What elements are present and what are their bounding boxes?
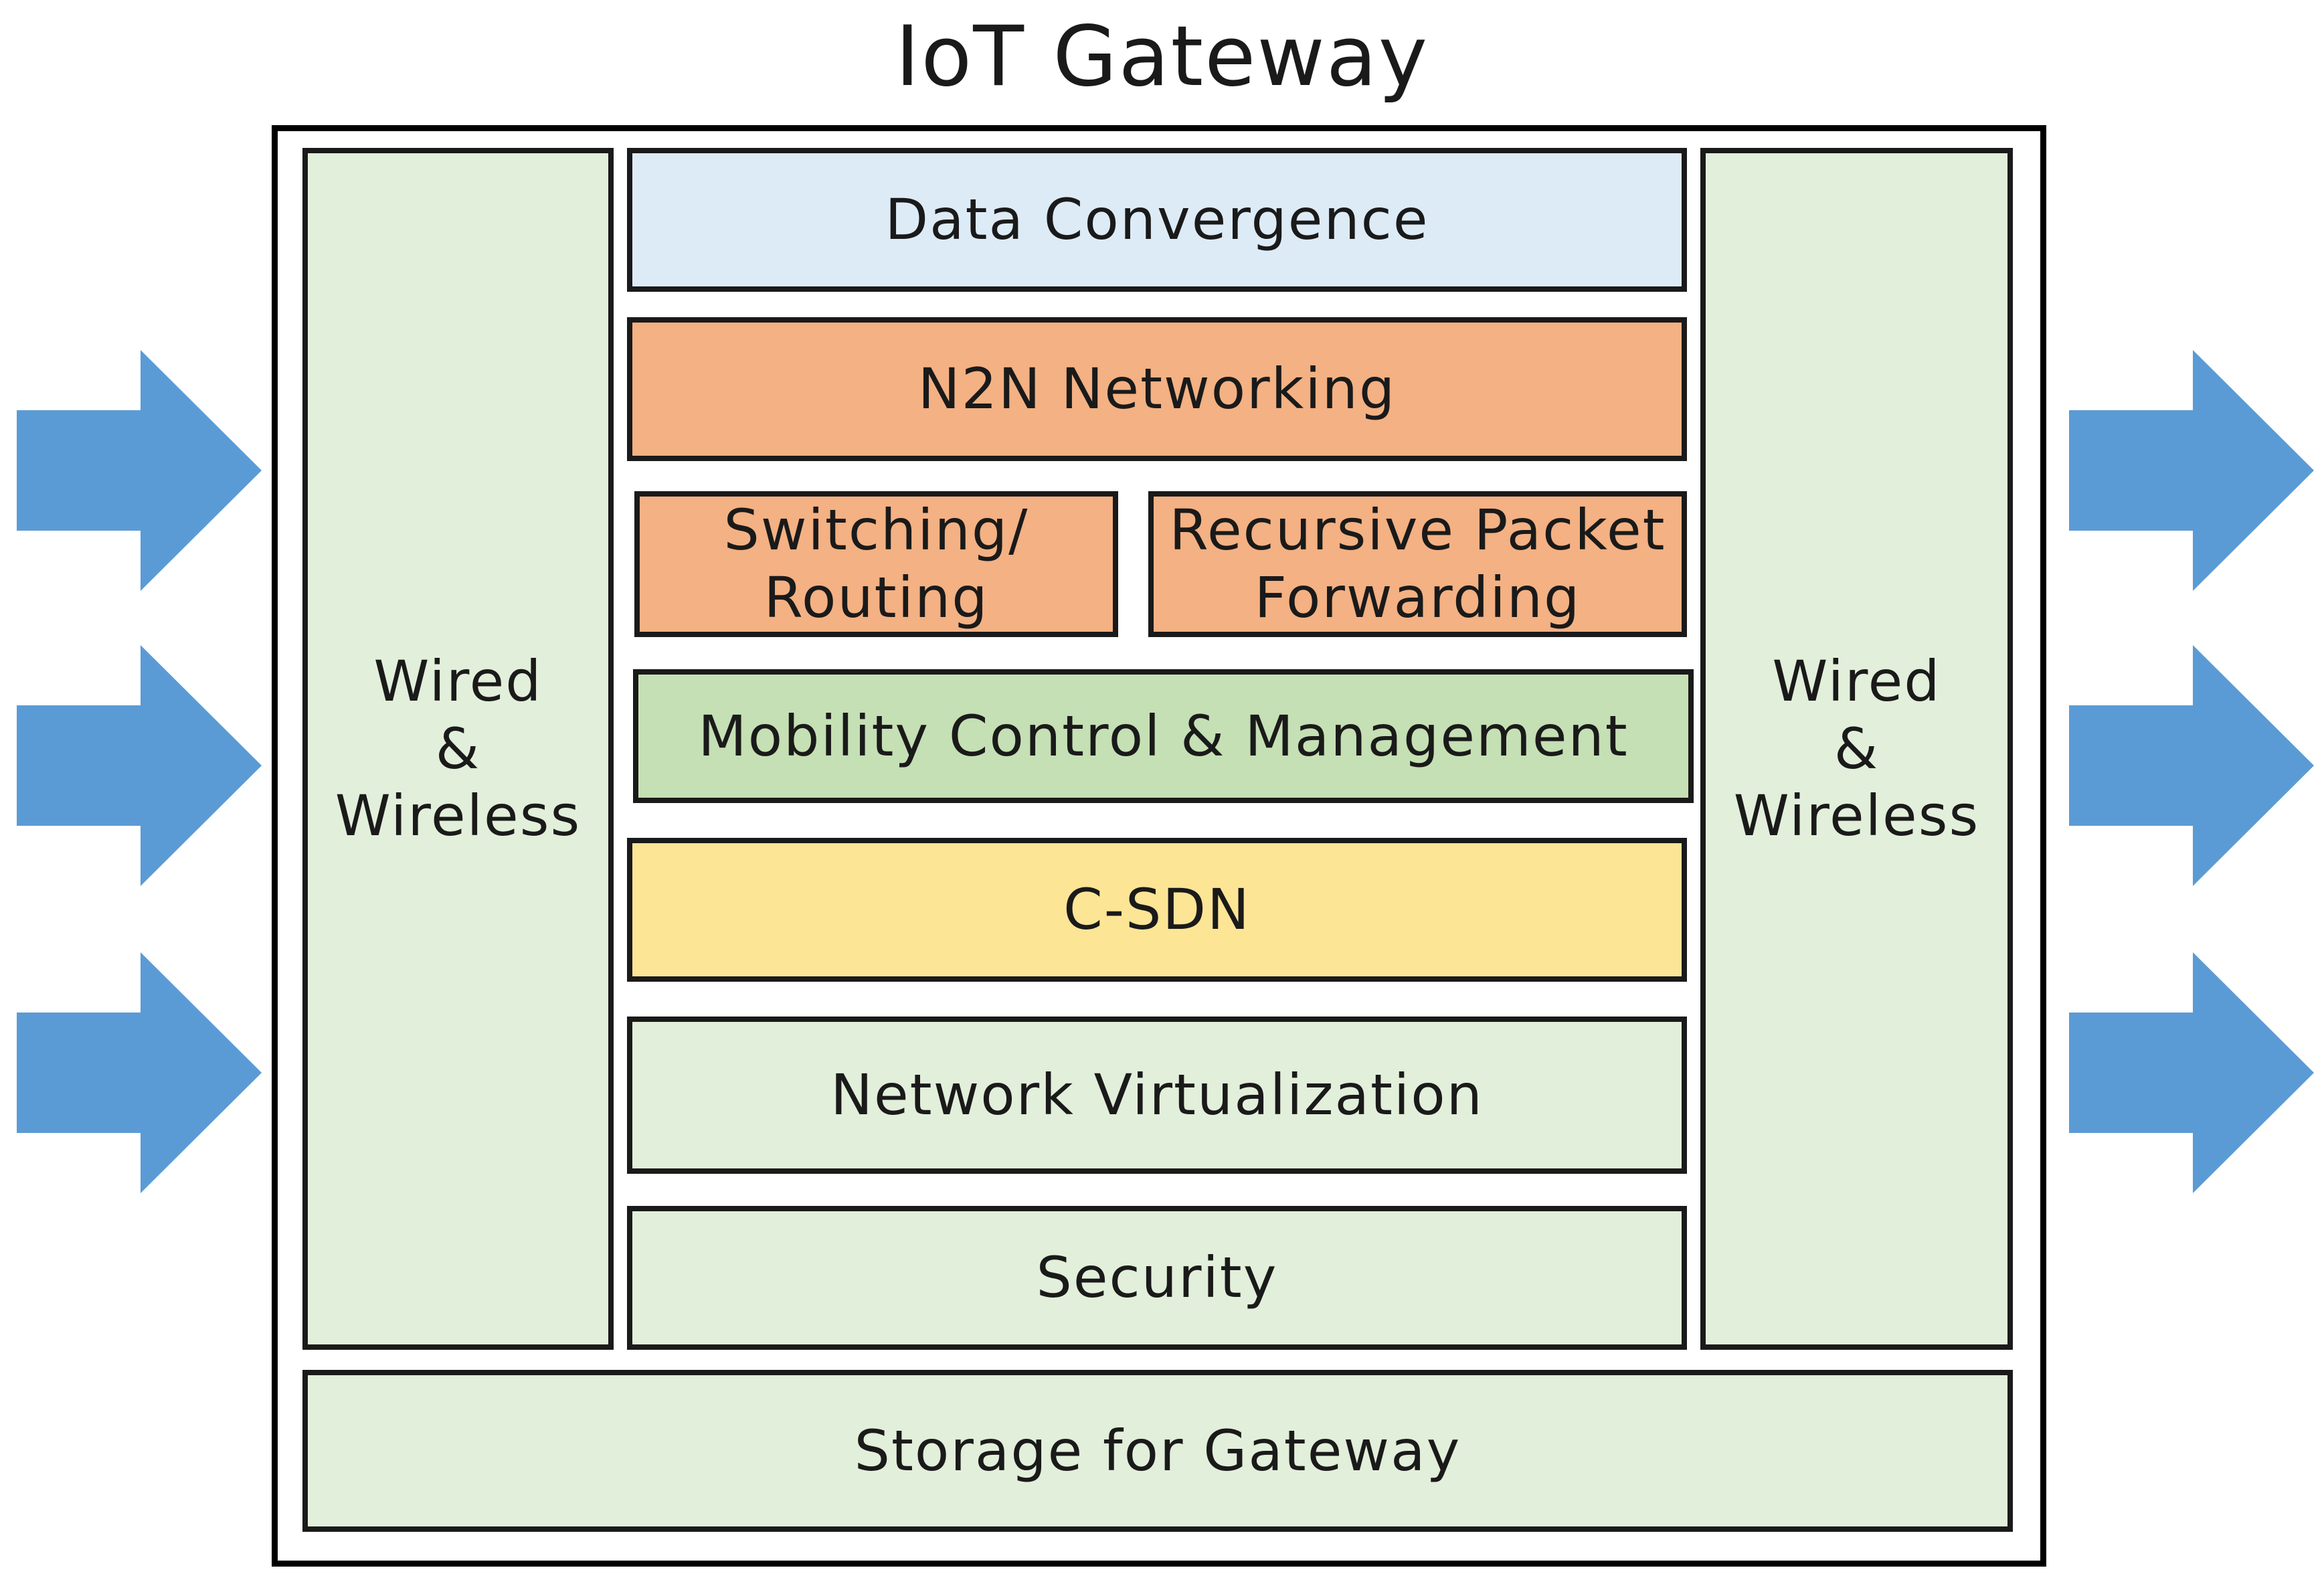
recursive-packet-forwarding-box: Recursive Packet Forwarding	[1148, 491, 1687, 637]
arrow-right-icon	[17, 350, 262, 591]
arrow-right-icon	[2069, 645, 2314, 886]
left-wired-wireless: Wired & Wireless	[302, 148, 614, 1350]
arrow-right-icon	[2069, 952, 2314, 1193]
mobility-control-box: Mobility Control & Management	[633, 669, 1694, 803]
network-virtualization-box: Network Virtualization	[627, 1017, 1687, 1174]
arrow-right-icon	[17, 645, 262, 886]
data-convergence-box: Data Convergence	[627, 148, 1687, 292]
storage-box: Storage for Gateway	[302, 1370, 2013, 1532]
switching-routing-box: Switching/ Routing	[634, 491, 1118, 637]
security-box: Security	[627, 1206, 1687, 1350]
csdn-box: C-SDN	[627, 838, 1687, 982]
right-wired-wireless: Wired & Wireless	[1700, 148, 2013, 1350]
n2n-networking-box: N2N Networking	[627, 317, 1687, 461]
diagram-title: IoT Gateway	[895, 9, 1429, 105]
arrow-right-icon	[2069, 350, 2314, 591]
arrow-right-icon	[17, 952, 262, 1193]
